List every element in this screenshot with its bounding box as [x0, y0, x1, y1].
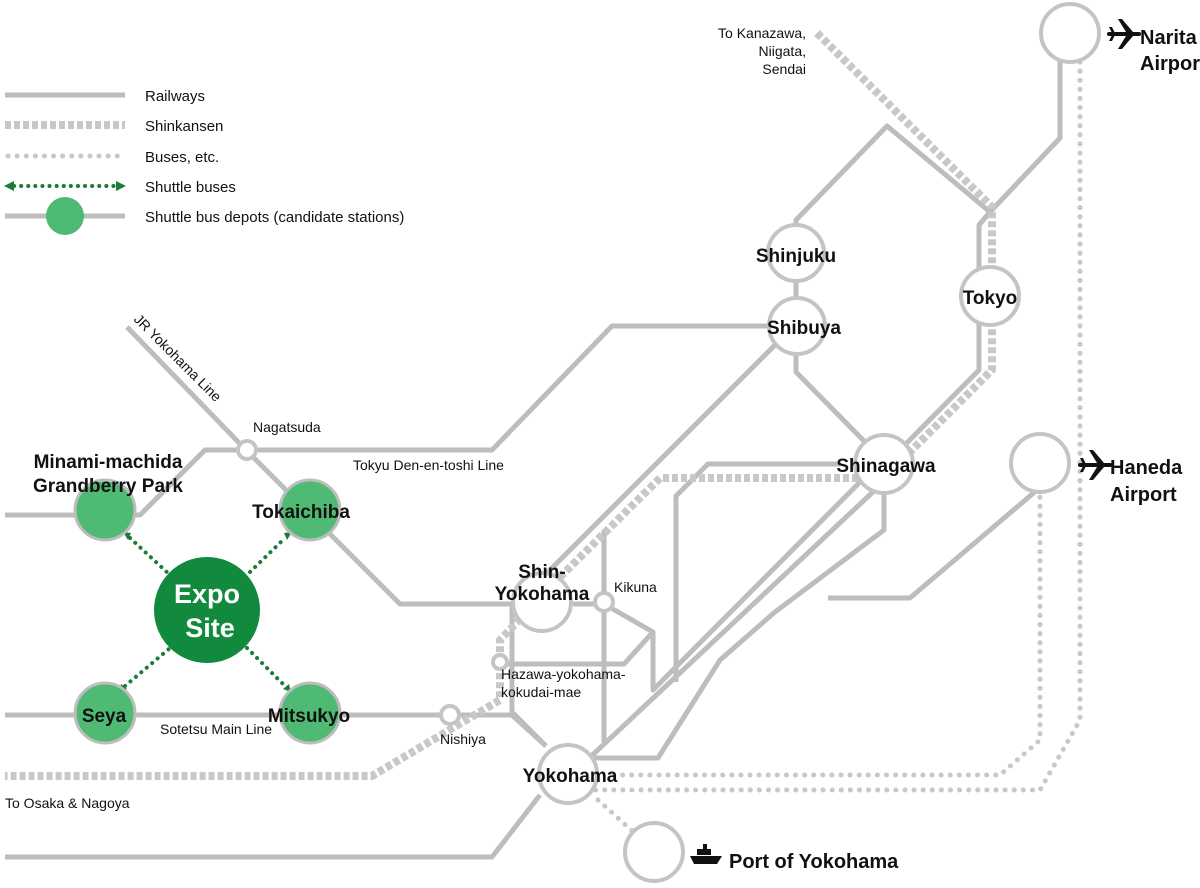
shinjuku-label: Shinjuku [756, 246, 836, 267]
nagatsuda-node [236, 439, 258, 461]
tokyu-line-label: Tokyu Den-en-toshi Line [353, 457, 504, 473]
dest-kanazawa-line3: Sendai [762, 61, 806, 77]
shibuya-label: Shibuya [767, 318, 841, 339]
narita-label-2: Airport [1140, 53, 1200, 75]
station-nodes [236, 2, 1101, 883]
nishiya-label: Nishiya [440, 731, 486, 747]
minami-machida-label-2: Grandberry Park [33, 476, 183, 497]
shibuya-node [767, 296, 827, 356]
legend-shinkansen: Shinkansen [145, 118, 223, 135]
tokaichiba-label: Tokaichiba [252, 502, 350, 523]
minami-machida-label-1: Minami-machida [34, 452, 183, 473]
nishiya-node [439, 704, 461, 726]
hazawa-label-1: Hazawa-yokohama- [501, 666, 626, 682]
haneda-node [1009, 432, 1071, 494]
expo-label-1: Expo [174, 579, 240, 609]
mitsukyo-depot [278, 681, 342, 745]
sotetsu-line-label: Sotetsu Main Line [160, 721, 272, 737]
depot-nodes [73, 478, 342, 745]
shinjuku-node [766, 223, 826, 283]
hazawa-label-2: kokudai-mae [501, 684, 581, 700]
port-node [623, 821, 685, 883]
yokohama-label: Yokohama [523, 766, 618, 787]
mitsukyo-label: Mitsukyo [268, 706, 350, 727]
haneda-label-1: Haneda [1110, 457, 1183, 479]
expo-site-node [154, 557, 260, 663]
kikuna-label: Kikuna [614, 579, 657, 595]
dest-kanazawa-line1: To Kanazawa, [718, 25, 806, 41]
narita-node [1039, 2, 1101, 64]
legend-railways: Railways [145, 88, 205, 105]
legend: Railways Shinkansen Buses, etc. Shuttle … [4, 88, 404, 235]
seya-label: Seya [82, 706, 127, 727]
haneda-label-2: Airport [1110, 484, 1177, 506]
dest-kanazawa-line2: Niigata, [759, 43, 806, 59]
legend-depots: Shuttle bus depots (candidate stations) [145, 209, 404, 226]
airplane-icon [1107, 19, 1141, 49]
legend-shuttle-buses: Shuttle buses [145, 179, 236, 196]
shin-yokohama-label-1: Shin- [518, 562, 566, 583]
shin-yokohama-node [511, 571, 573, 633]
tokaichiba-depot [278, 478, 342, 542]
shin-yokohama-label-2: Yokohama [495, 584, 590, 605]
tokyo-node [959, 265, 1021, 327]
minami-machida-depot [73, 478, 137, 542]
shinagawa-label: Shinagawa [836, 456, 936, 477]
tokyo-label: Tokyo [963, 288, 1018, 309]
jr-yokohama-line-label: JR Yokohama Line [131, 311, 225, 405]
ship-icon [690, 844, 722, 864]
expo-label-2: Site [185, 613, 235, 643]
kikuna-node [593, 591, 615, 613]
port-label: Port of Yokohama [729, 851, 899, 873]
airplane-icon [1078, 450, 1112, 480]
dest-osaka: To Osaka & Nagoya [5, 795, 130, 811]
shinagawa-node [853, 433, 915, 495]
nagatsuda-label: Nagatsuda [253, 419, 321, 435]
legend-buses: Buses, etc. [145, 149, 219, 166]
seya-depot [73, 681, 137, 745]
yokohama-node [537, 743, 599, 805]
narita-label-1: Narita [1140, 27, 1198, 49]
hazawa-node [491, 653, 509, 671]
